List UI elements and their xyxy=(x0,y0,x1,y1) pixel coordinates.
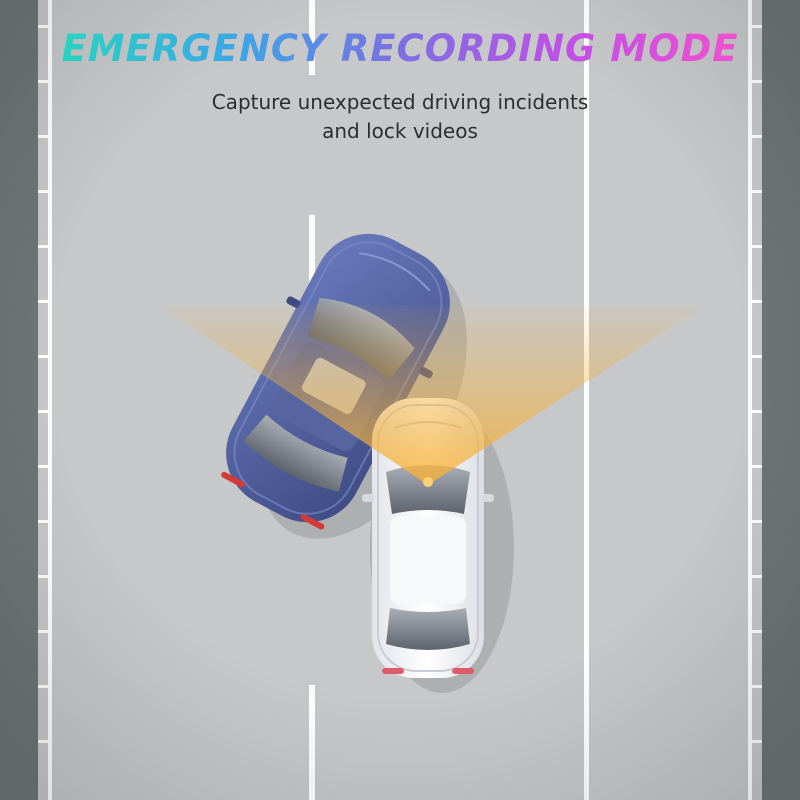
page-title-text: EMERGENCY RECORDING MODE xyxy=(61,27,739,70)
page-subtitle: Capture unexpected driving incidents and… xyxy=(0,88,800,146)
subtitle-line-2: and lock videos xyxy=(322,119,478,143)
subtitle-line-1: Capture unexpected driving incidents xyxy=(211,90,589,114)
page-title: EMERGENCY RECORDING MODE xyxy=(0,24,800,74)
